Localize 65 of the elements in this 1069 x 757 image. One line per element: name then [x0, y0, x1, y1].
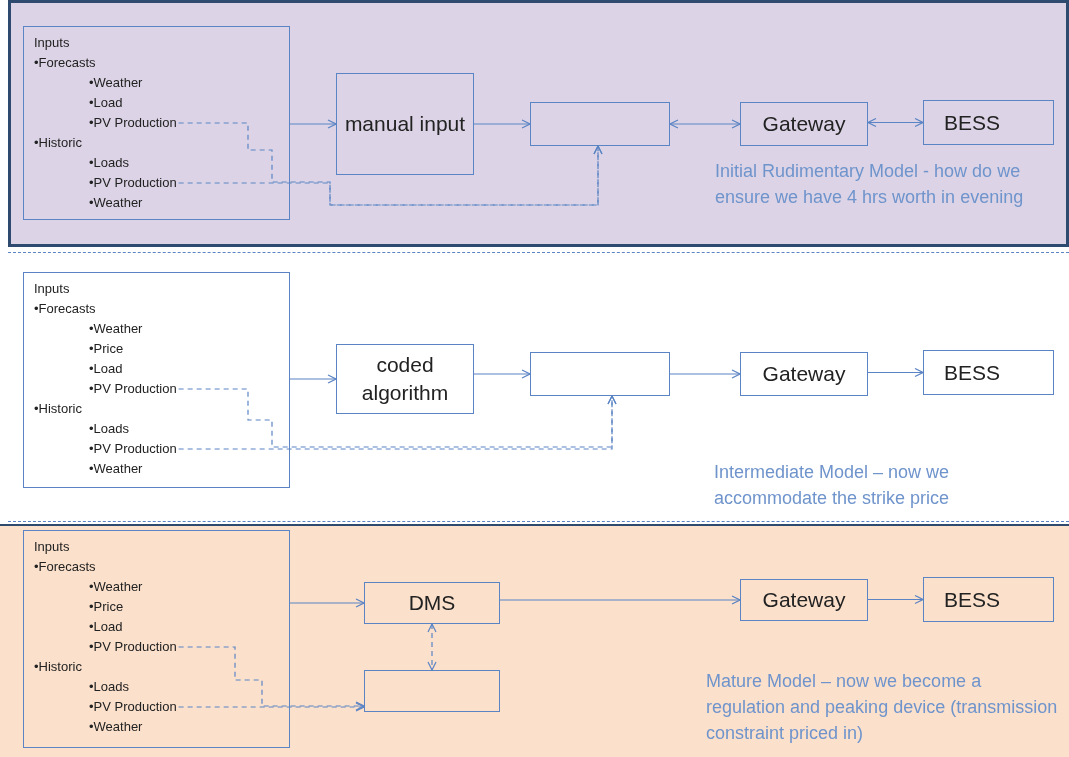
process-box: BESS [923, 350, 1054, 395]
arrow [669, 119, 741, 129]
model-band [8, 252, 1069, 522]
process-box: BESS [923, 100, 1054, 145]
list-item: •Load [89, 618, 123, 636]
process-box: coded algorithm [336, 344, 474, 414]
dashed-arrow [427, 623, 437, 671]
arrow [867, 117, 924, 128]
list-heading: Inputs [34, 538, 70, 556]
arrow [289, 598, 365, 608]
list-item: •Forecasts [34, 558, 96, 576]
list-item: •PV Production [89, 379, 177, 399]
arrow [473, 369, 531, 379]
list-item: •PV Production [89, 173, 177, 193]
inputs-box [23, 26, 290, 220]
list-item: •Forecasts [34, 54, 96, 72]
process-box: Gateway [740, 102, 868, 146]
process-box: DMS [364, 582, 500, 624]
process-box: Gateway [740, 579, 868, 621]
model-caption: Mature Model – now we become a regulation and peaking device (transmission constraint priced in) [706, 670, 1058, 745]
model-caption: Intermediate Model – now we accommodate the strike price [714, 461, 951, 510]
arrow [867, 367, 924, 378]
list-item: •PV Production [89, 637, 177, 657]
list-item: •Price [89, 340, 124, 358]
arrow [669, 369, 741, 379]
process-box [530, 352, 670, 396]
process-box [364, 670, 500, 712]
list-item: •Weather [89, 718, 143, 736]
list-item: •PV Production [89, 439, 177, 459]
list-item: •Loads [89, 420, 129, 438]
model-band [0, 524, 1069, 757]
process-box: manual input [336, 73, 474, 175]
list-item: •Weather [89, 460, 143, 478]
arrow [473, 119, 531, 129]
list-item: •PV Production [89, 697, 177, 717]
list-item: •PV Production [89, 113, 177, 133]
dashed-arrow [178, 145, 603, 206]
list-item: •Price [89, 598, 124, 616]
inputs-box [23, 272, 290, 488]
arrow [289, 374, 337, 384]
process-box [530, 102, 670, 146]
dashed-arrow [178, 646, 365, 711]
list-heading: Inputs [34, 34, 70, 52]
list-item: •Forecasts [34, 300, 96, 318]
inputs-box [23, 530, 290, 748]
model-band [8, 0, 1069, 247]
process-box: Gateway [740, 352, 868, 396]
list-item: •Load [89, 94, 123, 112]
list-item: •Weather [89, 578, 143, 596]
list-item: •Loads [89, 678, 129, 696]
list-item: •Historic [34, 134, 82, 152]
list-item: •Historic [34, 400, 82, 418]
list-item: •Load [89, 360, 123, 378]
list-item: •Historic [34, 658, 82, 676]
list-item: •Weather [89, 320, 143, 338]
dashed-arrow [178, 702, 365, 712]
arrow [867, 594, 924, 605]
model-caption: Initial Rudimentary Model - how do we ensure we have 4 hrs worth in evening [715, 160, 1025, 209]
process-box: BESS [923, 577, 1054, 622]
list-item: •Weather [89, 74, 143, 92]
list-heading: Inputs [34, 280, 70, 298]
list-item: •Loads [89, 154, 129, 172]
arrow [499, 595, 741, 605]
list-item: •Weather [89, 194, 143, 212]
arrow [289, 119, 337, 129]
